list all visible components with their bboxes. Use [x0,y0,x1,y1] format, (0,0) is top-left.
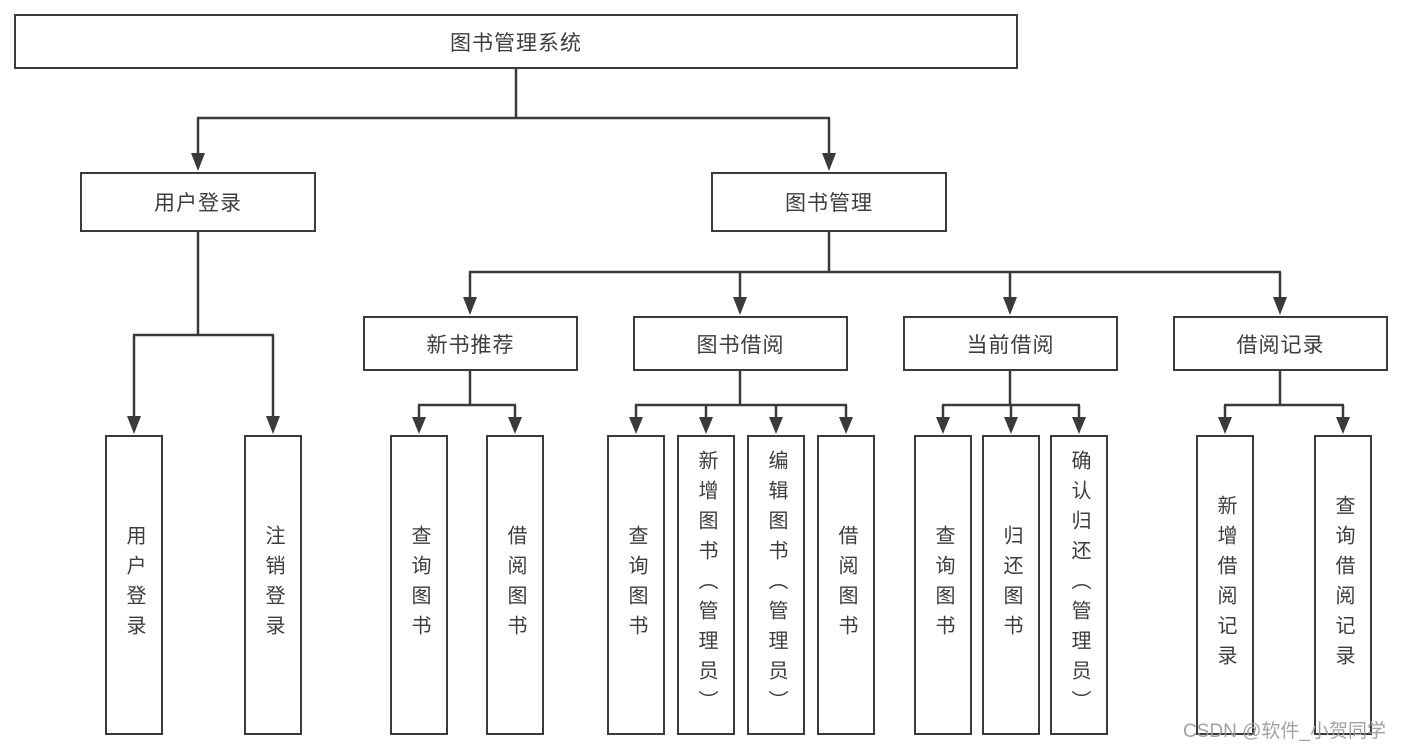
leaf-current-return-books: 归还图书 [982,435,1040,735]
node-label: 用户登录 [154,192,242,215]
arrowhead [412,417,426,434]
arrowhead [699,417,713,434]
arrowhead [822,153,836,171]
leaf-label: 编辑图书（管理员） [765,450,787,720]
new-book-branch [412,370,522,434]
arrowhead [769,417,783,434]
leaf-newbook-query-books: 查询图书 [390,435,448,735]
node-book-borrowing: 图书借阅 [633,316,848,371]
node-new-book-recommend: 新书推荐 [363,316,578,371]
node-book-management: 图书管理 [711,172,947,232]
node-label: 图书管理 [785,192,873,215]
arrowhead [508,417,522,434]
leaf-label: 借阅图书 [835,525,857,645]
user-login-branch [127,231,280,434]
leaf-logout: 注销登录 [244,435,302,735]
node-root-system: 图书管理系统 [14,14,1018,69]
node-label: 新书推荐 [426,333,515,357]
leaf-label: 归还图书 [1000,525,1022,645]
leaf-label: 查询借阅记录 [1332,495,1354,675]
node-user-login: 用户登录 [80,172,316,232]
leaf-borrowing-borrow-books: 借阅图书 [817,435,875,735]
book-mgmt-branch [463,231,1287,315]
arrowhead [127,416,141,434]
leaf-borrowing-add-books-admin: 新增图书（管理员） [677,435,735,735]
level1-connectors [191,68,836,171]
arrowhead [936,417,950,434]
leaf-label: 用户登录 [123,525,145,645]
leaf-records-add-record: 新增借阅记录 [1196,435,1254,735]
arrowhead [839,417,853,434]
arrowhead [191,153,205,171]
leaf-label: 借阅图书 [504,525,526,645]
arrowhead [629,417,643,434]
arrowhead [1218,417,1232,434]
leaf-label: 查询图书 [932,525,954,645]
leaf-user-login: 用户登录 [105,435,163,735]
leaf-label: 查询图书 [408,525,430,645]
current-borrow-branch [936,370,1086,434]
borrow-records-branch [1218,370,1350,434]
node-label: 当前借阅 [966,333,1055,357]
leaf-borrowing-query-books: 查询图书 [607,435,665,735]
book-borrow-branch [629,370,853,434]
csdn-watermark: CSDN @软件_小贺同学 [1183,721,1386,742]
leaf-label: 注销登录 [262,525,284,645]
leaf-label: 新增借阅记录 [1214,495,1236,675]
arrowhead [1072,417,1086,434]
leaf-newbook-borrow-books: 借阅图书 [486,435,544,735]
leaf-label: 新增图书（管理员） [695,450,717,720]
arrowhead [463,297,477,315]
leaf-current-query-books: 查询图书 [914,435,972,735]
leaf-current-confirm-return-admin: 确认归还（管理员） [1050,435,1108,735]
leaf-borrowing-edit-books-admin: 编辑图书（管理员） [747,435,805,735]
arrowhead [1273,297,1287,315]
leaf-records-query-record: 查询借阅记录 [1314,435,1372,735]
leaf-label: 确认归还（管理员） [1068,450,1090,720]
node-label: 图书借阅 [696,333,785,357]
arrowhead [1004,417,1018,434]
node-borrow-records: 借阅记录 [1173,316,1388,371]
leaf-label: 查询图书 [625,525,647,645]
arrowhead [1336,417,1350,434]
arrowhead [733,297,747,315]
arrowhead [1003,297,1017,315]
node-label: 借阅记录 [1236,333,1325,357]
node-current-borrowing: 当前借阅 [903,316,1118,371]
arrowhead [266,416,280,434]
node-label: 图书管理系统 [450,31,582,55]
